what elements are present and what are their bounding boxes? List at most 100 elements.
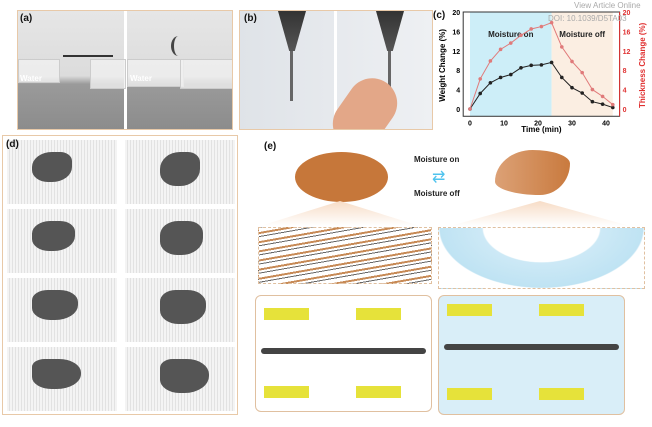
film-shape-photo — [125, 140, 235, 204]
molecular-structure-wet — [438, 295, 625, 415]
data-point — [590, 87, 595, 92]
film-strip — [388, 51, 391, 96]
y2-tick-label: 8 — [623, 68, 627, 75]
y2-tick-label: 20 — [623, 10, 631, 17]
panel-b-photo: (b) — [239, 10, 433, 130]
petri-dish — [180, 59, 232, 89]
region-bg — [551, 12, 613, 117]
data-point — [498, 75, 503, 80]
region-bg — [470, 12, 552, 117]
flat-film — [295, 152, 388, 202]
film-shape — [160, 290, 206, 324]
y-tick-label: 0 — [456, 107, 460, 114]
data-point — [509, 41, 513, 45]
film-shape-photo — [125, 347, 235, 411]
zoom-cone — [260, 201, 420, 226]
film-shape-photo — [7, 140, 117, 204]
data-point — [478, 91, 482, 96]
panel-e: (e) Moisture on ⇄ Moisture off — [250, 135, 650, 417]
panel-label-b: (b) — [244, 13, 257, 24]
data-point — [549, 60, 554, 65]
data-point — [600, 102, 605, 106]
y-tick-label: 16 — [452, 29, 460, 36]
curled-film — [495, 150, 570, 195]
moisture-on-label: Moisture on — [414, 155, 460, 164]
y-tick-label: 20 — [452, 10, 460, 17]
x-tick-label: 10 — [500, 120, 508, 127]
film-shape-photo — [7, 347, 117, 411]
panel-label-d: (d) — [6, 139, 19, 150]
film-strip — [290, 51, 293, 101]
data-point — [519, 33, 523, 38]
panel-d: (d) — [2, 135, 238, 415]
x-tick-label: 40 — [602, 120, 610, 127]
y2-tick-label: 0 — [623, 107, 627, 114]
data-point — [580, 91, 584, 95]
y-axis-label: Weight Change (%) — [438, 29, 447, 102]
data-point — [478, 77, 482, 81]
tweezer — [278, 11, 306, 51]
film-shape — [32, 359, 81, 389]
panel-label-c: (c) — [433, 10, 446, 21]
data-point — [600, 94, 605, 99]
watermark-line2: DOI: 10.1039/D5TA03 — [548, 14, 627, 23]
y-tick-label: 4 — [456, 88, 460, 95]
panel-a-photo: (a) Water Water — [17, 10, 233, 130]
data-point — [498, 47, 503, 52]
x-tick-label: 30 — [568, 120, 576, 127]
film-shape-photo — [7, 278, 117, 342]
petri-dish — [18, 59, 60, 83]
layered-structure-dry — [258, 227, 432, 284]
y-tick-label: 8 — [456, 68, 460, 75]
moisture-off-label: Moisture off — [414, 189, 460, 198]
x-tick-label: 20 — [534, 120, 542, 127]
data-point — [570, 85, 574, 90]
panel-label-a: (a) — [20, 13, 33, 24]
x-tick-label: 0 — [468, 120, 472, 127]
region-label: Moisture off — [559, 30, 605, 39]
film-shape — [32, 152, 72, 182]
film-shape — [32, 290, 78, 320]
data-point — [560, 45, 564, 49]
layered-structure-wet — [438, 227, 645, 289]
film-shape-photo — [7, 209, 117, 273]
film-shape — [32, 221, 75, 251]
data-point — [539, 24, 544, 29]
y-tick-label: 12 — [452, 49, 460, 56]
film-shape — [160, 221, 203, 255]
chart-weight-thickness: Moisture on Moisture off 0 4 8 12 16 20 0 4 8 12 16 2… — [438, 10, 647, 134]
data-point — [549, 20, 554, 25]
y2-tick-label: 12 — [623, 49, 631, 56]
curled-film — [171, 36, 186, 56]
petri-dish — [127, 59, 184, 87]
data-point — [468, 107, 472, 111]
zoom-cone — [450, 201, 630, 226]
panel-label-e: (e) — [264, 141, 277, 152]
data-point — [488, 59, 493, 63]
cycle-arrows-icon: ⇄ — [432, 169, 446, 186]
data-point — [580, 70, 584, 75]
molecular-structure-dry — [255, 295, 432, 412]
data-point — [509, 72, 513, 77]
film-strip — [63, 55, 113, 57]
region-label: Moisture on — [488, 30, 533, 39]
data-point — [560, 75, 564, 80]
data-point — [519, 65, 523, 70]
data-point — [529, 63, 533, 68]
tweezer — [376, 11, 404, 51]
film-shape-photo — [125, 209, 235, 273]
data-point — [539, 63, 544, 67]
film-shape — [160, 152, 200, 186]
y2-tick-label: 4 — [623, 88, 627, 95]
water-label: Water — [130, 74, 152, 83]
data-point — [529, 27, 533, 31]
data-point — [611, 105, 615, 110]
watermark-line1: View Article Online — [574, 1, 641, 10]
data-point — [488, 81, 493, 85]
x-axis-label: Time (min) — [521, 125, 562, 134]
film-shape — [160, 359, 209, 393]
petri-dish — [90, 59, 126, 89]
data-point — [570, 59, 574, 64]
y2-tick-label: 16 — [623, 29, 631, 36]
data-point — [611, 102, 615, 107]
